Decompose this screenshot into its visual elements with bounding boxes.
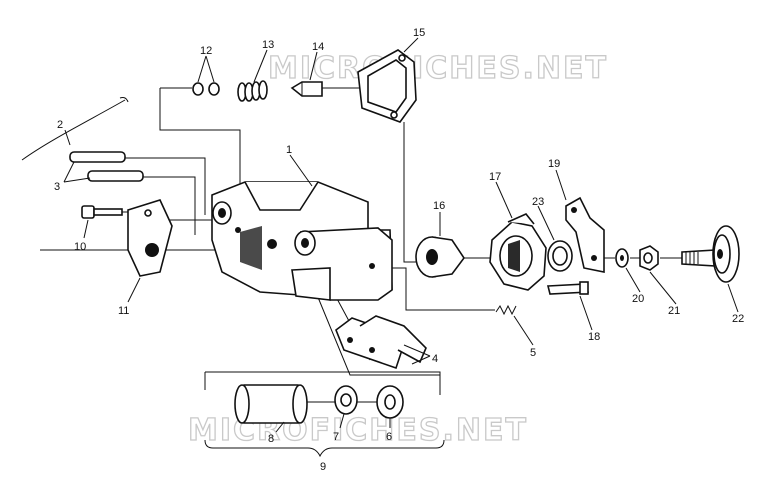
part-16-rotor xyxy=(415,236,465,278)
part-12-o-rings xyxy=(192,82,220,96)
part-17-housing xyxy=(489,213,547,291)
part-21-nut xyxy=(639,245,659,271)
callout-21: 21 xyxy=(668,305,680,317)
watermark-top: MICROFICHES.NET xyxy=(268,51,608,86)
part-23-seal xyxy=(547,240,573,272)
part-11-plate xyxy=(127,199,173,277)
callout-17: 17 xyxy=(489,171,501,183)
callout-4: 4 xyxy=(432,353,438,365)
callout-14: 14 xyxy=(312,41,324,53)
callout-22: 22 xyxy=(732,313,744,325)
part-2-cable xyxy=(21,99,126,161)
callout-1: 1 xyxy=(286,144,292,156)
part-7-washer xyxy=(334,385,358,415)
callout-7: 7 xyxy=(333,431,339,443)
callout-labels: 1 2 3 4 5 6 7 8 9 10 11 12 13 14 15 16 1… xyxy=(54,27,744,473)
part-10-bolt xyxy=(81,205,123,219)
callout-9: 9 xyxy=(320,461,326,473)
part-9-brace xyxy=(204,439,445,458)
part-15-gasket xyxy=(357,49,417,123)
callout-20: 20 xyxy=(632,293,644,305)
part-6-washer xyxy=(376,385,404,419)
callout-6: 6 xyxy=(386,431,392,443)
callout-10: 10 xyxy=(74,241,86,253)
callout-19: 19 xyxy=(548,158,560,170)
callout-11: 11 xyxy=(118,305,129,317)
part-18-screw xyxy=(546,281,590,295)
part-13-spring xyxy=(237,80,268,102)
callout-15: 15 xyxy=(413,27,425,39)
callout-3: 3 xyxy=(54,181,60,193)
part-22-pulley xyxy=(681,225,740,283)
callout-leaders xyxy=(63,37,739,433)
part-14-plunger xyxy=(290,81,323,97)
callout-12: 12 xyxy=(200,45,212,57)
callout-18: 18 xyxy=(588,331,600,343)
part-1-pump-body xyxy=(211,181,393,301)
part-19-bracket xyxy=(565,196,605,273)
part-8-filter xyxy=(234,384,308,424)
callout-5: 5 xyxy=(530,347,536,359)
callout-8: 8 xyxy=(268,433,274,445)
part-20-washer xyxy=(615,248,629,268)
callout-16: 16 xyxy=(433,200,445,212)
part-4-reed-valves xyxy=(335,315,427,370)
callout-23: 23 xyxy=(532,196,544,208)
callout-13: 13 xyxy=(262,39,274,51)
callout-2: 2 xyxy=(57,119,63,131)
part-5-spring xyxy=(495,304,517,316)
part-3-pins xyxy=(69,151,144,182)
